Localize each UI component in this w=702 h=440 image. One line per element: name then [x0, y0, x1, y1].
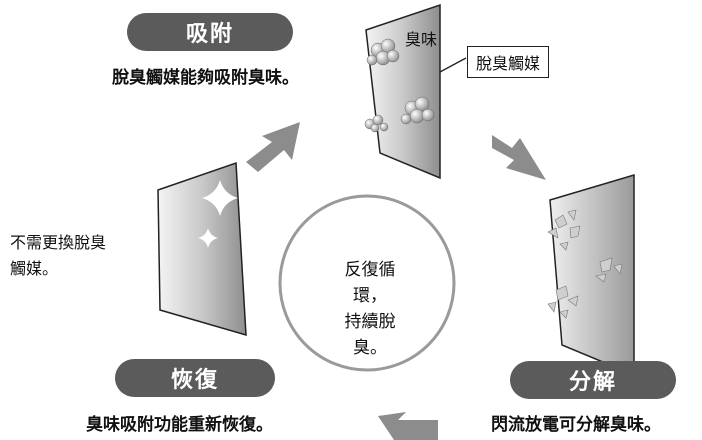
arrow-top-right — [492, 135, 546, 180]
stage-title-adsorb: 吸附 — [127, 13, 293, 51]
cycle-arrows — [246, 122, 546, 440]
arrow-top-left — [246, 122, 300, 172]
center-line2: 持續脫臭。 — [344, 312, 396, 358]
catalyst-panel-decompose — [547, 173, 635, 377]
arrow-bottom — [378, 412, 438, 440]
center-line1: 反復循環， — [344, 260, 396, 306]
stage-caption-recover: 臭味吸附功能重新恢復。 — [86, 415, 273, 435]
no-replace-text: 不需更換脫臭 觸媒。 — [10, 230, 106, 282]
no-replace-line1: 不需更換脫臭 — [10, 233, 107, 252]
sparkle-icon — [198, 228, 218, 248]
stage-caption-adsorb: 脫臭觸媒能夠吸附臭味。 — [112, 68, 299, 88]
center-text: 反復循環， 持續脫臭。 — [330, 257, 410, 361]
catalyst-panel-recover — [157, 161, 247, 337]
sparkle-icon — [202, 180, 238, 216]
fragments — [547, 209, 623, 319]
odor-label: 臭味 — [405, 30, 438, 49]
stage-title-recover: 恢復 — [115, 359, 275, 397]
center-circle — [278, 194, 456, 372]
stage-caption-decompose: 閃流放電可分解臭味。 — [491, 415, 661, 435]
catalyst-label: 脫臭觸媒 — [467, 46, 550, 78]
no-replace-line2: 觸媒。 — [10, 259, 59, 278]
odor-particles — [364, 38, 435, 133]
catalyst-panel-adsorb — [364, 3, 467, 180]
stage-title-decompose: 分解 — [510, 361, 676, 399]
